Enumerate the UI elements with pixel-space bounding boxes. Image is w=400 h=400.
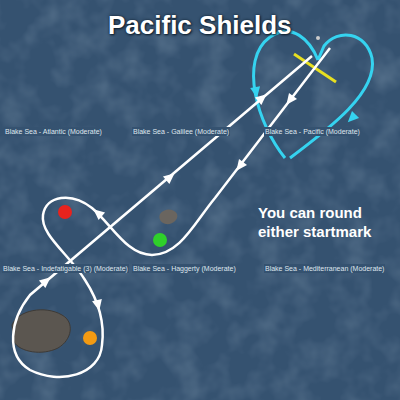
arrowhead <box>92 299 104 312</box>
green-mark <box>153 233 167 247</box>
region-name: Blake Sea - Galilee (Moderate) <box>132 127 230 136</box>
region-name: Blake Sea - Indefatigable (3) (Moderate) <box>2 264 129 273</box>
arrowhead <box>255 90 270 105</box>
region-name: Blake Sea - Haggerty (Moderate) <box>132 264 237 273</box>
map-title: Pacific Shields <box>108 10 292 41</box>
island <box>12 310 70 352</box>
start-loop <box>290 35 373 158</box>
arrowhead <box>344 111 359 126</box>
red-mark <box>58 205 72 219</box>
orange-mark <box>83 331 97 345</box>
arrowhead <box>282 93 297 108</box>
region-name: Blake Sea - Pacific (Moderate) <box>264 127 361 136</box>
arrowhead <box>163 169 178 184</box>
arrowhead <box>39 273 54 288</box>
region-name: Blake Sea - Mediterranean (Moderate) <box>264 264 385 273</box>
arrowhead <box>90 205 105 220</box>
course-note: You can round either startmark <box>258 203 386 241</box>
region-name: Blake Sea - Atlantic (Moderate) <box>4 127 103 136</box>
start-loop <box>254 31 318 158</box>
arrowhead <box>232 159 247 174</box>
island <box>159 210 177 225</box>
start-mark <box>316 36 320 40</box>
